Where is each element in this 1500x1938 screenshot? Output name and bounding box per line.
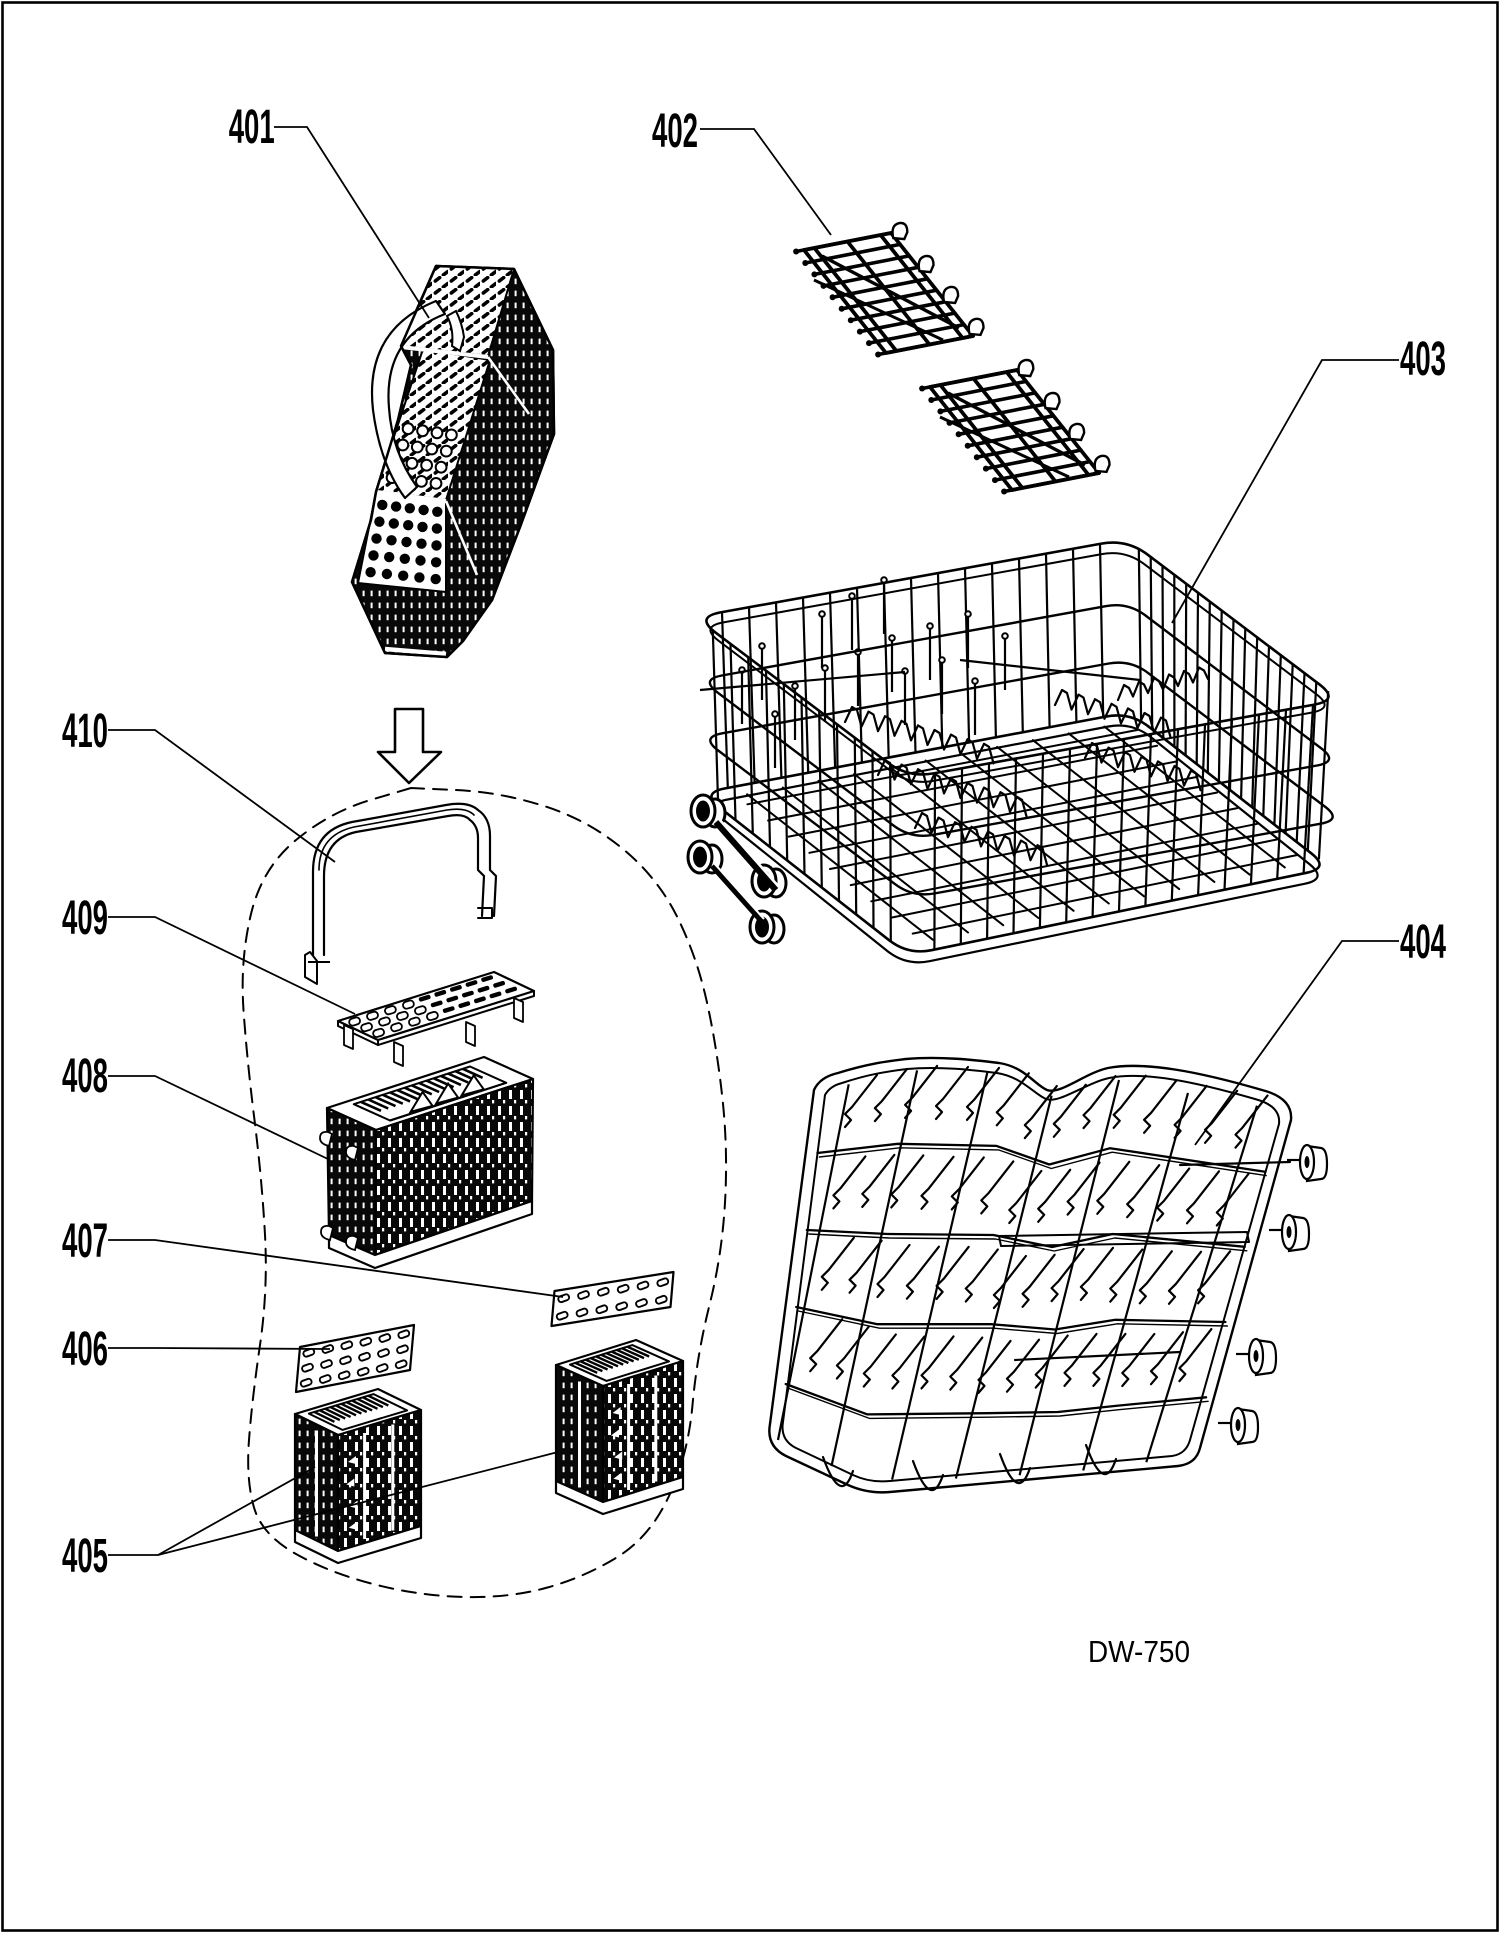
svg-text:410: 410 <box>62 705 108 758</box>
svg-text:409: 409 <box>62 892 108 945</box>
svg-text:408: 408 <box>62 1050 108 1103</box>
svg-text:407: 407 <box>62 1215 108 1268</box>
svg-text:403: 403 <box>1400 333 1446 386</box>
svg-text:401: 401 <box>229 101 275 154</box>
svg-text:402: 402 <box>652 105 698 158</box>
svg-text:406: 406 <box>62 1323 108 1376</box>
svg-text:DW-750: DW-750 <box>1088 1634 1190 1669</box>
svg-text:405: 405 <box>62 1530 108 1583</box>
svg-text:404: 404 <box>1400 916 1446 969</box>
